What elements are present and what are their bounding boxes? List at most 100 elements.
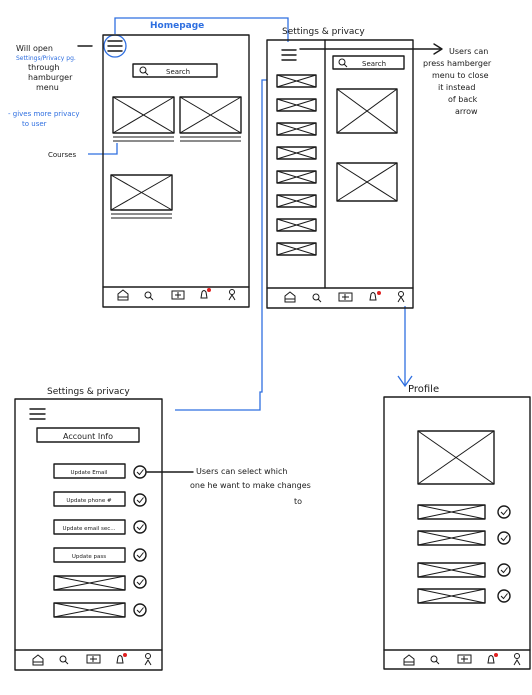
placeholder-option-row[interactable]	[53, 602, 147, 618]
sidebar-item[interactable]	[276, 98, 317, 112]
course-card[interactable]	[110, 174, 173, 219]
notification-dot	[494, 653, 498, 657]
bell-icon[interactable]	[116, 653, 127, 664]
sidebar-item[interactable]	[276, 122, 317, 136]
search-icon	[338, 58, 348, 68]
annotation-line: Users can select which	[196, 467, 287, 476]
update-email-security-row[interactable]: Update email sec...	[53, 519, 147, 535]
add-icon[interactable]	[338, 292, 353, 302]
notification-dot	[207, 288, 211, 292]
bell-icon[interactable]	[487, 653, 498, 664]
settings-tab-bar	[266, 287, 414, 303]
annotation-line: to user	[22, 120, 47, 128]
annotation-line: Users can	[449, 47, 488, 56]
check-icon[interactable]	[133, 548, 147, 562]
sidebar-item[interactable]	[276, 194, 317, 208]
center-annotation: Users can select which one he want to ma…	[190, 467, 311, 506]
account-settings-frame	[14, 398, 163, 671]
profile-field-row[interactable]	[417, 504, 511, 520]
add-icon[interactable]	[457, 654, 472, 664]
update-email-row[interactable]: Update Email	[53, 463, 147, 479]
connector-home-to-settings	[114, 17, 289, 42]
settings-frame	[266, 39, 414, 309]
homepage-label: Homepage	[150, 21, 204, 31]
sidebar-item[interactable]	[276, 74, 317, 88]
annotation-line: menu	[36, 83, 59, 92]
bell-icon[interactable]	[369, 291, 381, 301]
hamburger-icon[interactable]	[281, 49, 297, 61]
bell-icon[interactable]	[200, 288, 211, 299]
course-card[interactable]	[179, 96, 242, 142]
annotation-line: arrow	[455, 107, 478, 116]
profile-field-row[interactable]	[417, 530, 511, 546]
search-icon[interactable]	[312, 293, 322, 303]
annotation-line: Settings/Privacy pg.	[16, 55, 76, 62]
sidebar-item[interactable]	[276, 242, 317, 256]
profile-field-row[interactable]	[417, 588, 511, 604]
connector-sidebar-to-settings-detail	[175, 79, 267, 411]
check-icon[interactable]	[133, 493, 147, 507]
check-icon[interactable]	[133, 520, 147, 534]
check-icon[interactable]	[497, 531, 511, 545]
sidebar-item-list	[276, 74, 317, 256]
search-icon[interactable]	[430, 655, 440, 665]
notification-dot	[123, 653, 127, 657]
check-icon[interactable]	[497, 563, 511, 577]
placeholder-option-row[interactable]	[53, 575, 147, 591]
add-icon[interactable]	[86, 654, 101, 664]
update-password-row[interactable]: Update pass	[53, 547, 147, 563]
settings-search-bar[interactable]: Search	[332, 55, 405, 70]
settings-menu-screen: Settings & privacy Sear	[266, 27, 443, 309]
account-settings-tab-bar	[14, 649, 163, 666]
profile-icon[interactable]	[228, 289, 236, 301]
annotation-line: it instead	[438, 83, 475, 92]
search-placeholder: Search	[362, 60, 386, 68]
annotation-line: hamburger	[28, 73, 73, 82]
homepage-frame	[102, 34, 250, 308]
homepage-screen: Search	[102, 21, 250, 308]
profile-icon[interactable]	[513, 653, 521, 666]
hamburger-icon[interactable]	[107, 40, 123, 52]
search-icon[interactable]	[59, 655, 69, 665]
course-card[interactable]	[112, 96, 175, 142]
content-card[interactable]	[336, 162, 398, 202]
annotation-line: menu to close	[432, 71, 489, 80]
account-info-header: Account Info	[36, 427, 140, 443]
check-icon[interactable]	[497, 589, 511, 603]
left-annotation: Will open Settings/Privacy pg. through h…	[8, 44, 93, 159]
annotation-line: one he want to make changes	[190, 481, 311, 490]
hamburger-icon[interactable]	[29, 408, 46, 420]
connector-courses	[88, 143, 118, 155]
sidebar-item[interactable]	[276, 146, 317, 160]
sidebar-item[interactable]	[276, 218, 317, 232]
update-phone-row[interactable]: Update phone #	[53, 491, 147, 507]
annotation-line: press hamberger	[423, 59, 492, 68]
home-icon[interactable]	[117, 289, 129, 301]
home-icon[interactable]	[32, 654, 44, 666]
homepage-search-bar[interactable]: Search	[132, 63, 218, 78]
check-icon[interactable]	[133, 603, 147, 617]
check-icon[interactable]	[497, 505, 511, 519]
account-settings-screen: Settings & privacy Account Info Update E…	[14, 387, 194, 671]
check-icon[interactable]	[133, 465, 147, 479]
update-email-security-label: Update email sec...	[62, 526, 115, 532]
right-annotation: Users can press hamberger menu to close …	[423, 47, 492, 116]
annotation-arrowhead	[433, 43, 443, 55]
search-icon[interactable]	[144, 291, 154, 301]
arrowhead-profile	[397, 375, 413, 388]
content-card[interactable]	[336, 88, 398, 134]
profile-icon[interactable]	[144, 653, 152, 666]
profile-field-row[interactable]	[417, 562, 511, 578]
sidebar-item[interactable]	[276, 170, 317, 184]
profile-screen: Profile	[383, 384, 531, 670]
profile-icon[interactable]	[397, 291, 405, 303]
account-info-title: Account Info	[63, 432, 113, 441]
notification-dot	[377, 291, 381, 295]
add-icon[interactable]	[171, 290, 185, 300]
home-icon[interactable]	[284, 291, 296, 303]
check-icon[interactable]	[133, 575, 147, 589]
annotation-line: to	[294, 497, 302, 506]
profile-label: Profile	[408, 384, 439, 395]
home-icon[interactable]	[403, 654, 415, 666]
